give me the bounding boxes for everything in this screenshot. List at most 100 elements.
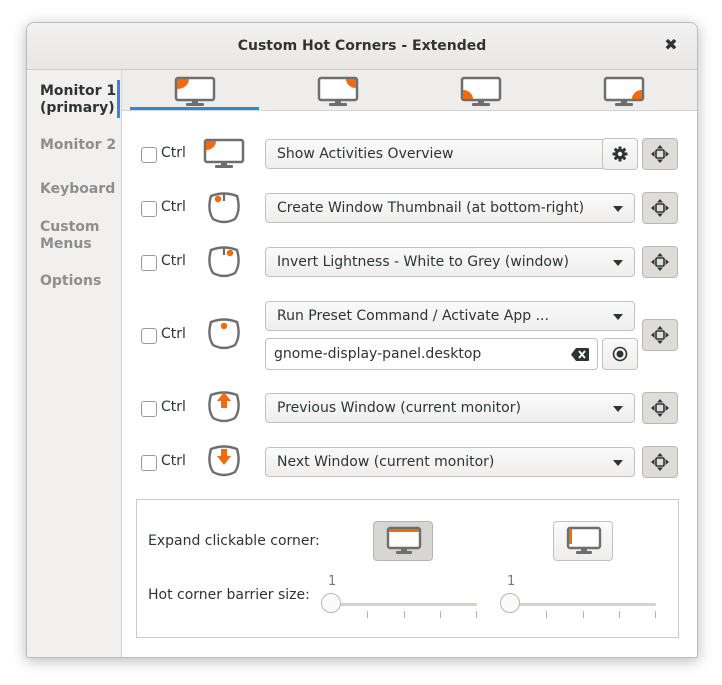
middle-click-action-dropdown[interactable]: Run Preset Command / Activate App ... [265, 301, 635, 331]
ctrl-label: Ctrl [161, 326, 186, 342]
mouse-secondary-click-icon [208, 246, 240, 278]
tab-top-left-corner[interactable] [122, 70, 259, 110]
move-arrows-icon [651, 326, 669, 344]
sidebar-item-label-sub: (primary) [40, 100, 115, 116]
close-button[interactable]: ✖ [664, 35, 678, 54]
sidebar-item-options[interactable]: Options [40, 273, 101, 290]
sidebar-item-label: Custom [40, 219, 100, 235]
scroll-down-action-dropdown[interactable]: Next Window (current monitor) [265, 447, 635, 477]
command-entry-value: gnome-display-panel.desktop [274, 346, 482, 362]
sidebar-item-label-sub: Menus [40, 236, 92, 252]
chevron-down-icon [613, 260, 623, 266]
monitor-corner-bottom-right-icon [603, 76, 645, 106]
command-entry[interactable]: gnome-display-panel.desktop [265, 338, 598, 370]
ctrl-checkbox-scroll-down[interactable] [141, 455, 157, 471]
app-window: Custom Hot Corners - Extended ✖ Monitor … [26, 22, 698, 658]
monitor-select-button[interactable] [642, 319, 678, 351]
chevron-down-icon [613, 460, 623, 466]
ctrl-checkbox-middle-click[interactable] [141, 328, 157, 344]
dropdown-value: Create Window Thumbnail (at bottom-right… [277, 200, 585, 216]
move-arrows-icon [651, 399, 669, 417]
sidebar-item-keyboard[interactable]: Keyboard [40, 181, 115, 198]
mouse-primary-click-icon [208, 192, 240, 224]
monitor-select-button[interactable] [642, 446, 678, 478]
slider-tick [583, 611, 584, 618]
chevron-down-icon [613, 406, 623, 412]
scroll-up-action-dropdown[interactable]: Previous Window (current monitor) [265, 393, 635, 423]
monitor-horizontal-expand-icon [386, 526, 422, 554]
dropdown-value: Invert Lightness - White to Grey (window… [277, 254, 569, 270]
slider-tick [404, 611, 405, 618]
app-chooser-button[interactable] [602, 338, 638, 370]
sidebar-item-label: Keyboard [40, 181, 116, 197]
chevron-down-icon [613, 206, 623, 212]
sidebar-item-monitor-1[interactable]: Monitor 1 (primary) [40, 83, 116, 117]
ctrl-label: Ctrl [161, 399, 186, 415]
chevron-down-icon [613, 314, 623, 320]
vertical-barrier-slider[interactable] [500, 593, 656, 618]
tab-bottom-right-corner[interactable] [551, 70, 686, 110]
dropdown-value: Next Window (current monitor) [277, 454, 495, 470]
expand-horizontal-toggle[interactable] [373, 521, 433, 561]
target-icon [612, 346, 628, 362]
expand-corner-label: Expand clickable corner: [148, 533, 320, 549]
expand-vertical-toggle[interactable] [553, 521, 613, 561]
monitor-corner-icon [203, 138, 245, 168]
vertical-barrier-value: 1 [507, 574, 516, 589]
monitor-select-button[interactable] [642, 246, 678, 278]
ctrl-label: Ctrl [161, 199, 186, 215]
ctrl-label: Ctrl [161, 253, 186, 269]
horizontal-barrier-slider[interactable] [321, 593, 477, 618]
slider-track [510, 603, 656, 606]
corner-options-frame [136, 499, 679, 638]
sidebar-item-monitor-2[interactable]: Monitor 2 [40, 137, 116, 154]
sidebar-item-custom-menus[interactable]: Custom Menus [40, 219, 99, 253]
horizontal-barrier-value: 1 [328, 574, 337, 589]
dropdown-value: Previous Window (current monitor) [277, 400, 521, 416]
monitor-corner-bottom-left-icon [460, 76, 502, 106]
corner-tabs [122, 70, 697, 111]
ctrl-checkbox-primary-click[interactable] [141, 201, 157, 217]
barrier-size-label: Hot corner barrier size: [148, 587, 310, 603]
primary-click-action-dropdown[interactable]: Create Window Thumbnail (at bottom-right… [265, 193, 635, 223]
ctrl-checkbox-secondary-click[interactable] [141, 255, 157, 271]
monitor-select-button[interactable] [642, 392, 678, 424]
clear-entry-icon[interactable] [571, 348, 589, 361]
slider-tick [655, 611, 656, 618]
slider-tick [367, 611, 368, 618]
monitor-corner-top-right-icon [317, 76, 359, 106]
ctrl-label: Ctrl [161, 145, 186, 161]
ctrl-label: Ctrl [161, 453, 186, 469]
slider-handle[interactable] [321, 593, 341, 613]
slider-tick [476, 611, 477, 618]
ctrl-checkbox-scroll-up[interactable] [141, 401, 157, 417]
mouse-middle-click-icon [208, 318, 240, 350]
monitor-corner-top-left-icon [174, 76, 216, 106]
slider-tick [440, 611, 441, 618]
action-settings-button[interactable] [602, 138, 638, 170]
monitor-vertical-expand-icon [566, 526, 602, 554]
slider-tick [546, 611, 547, 618]
tab-bottom-left-corner[interactable] [408, 70, 543, 110]
sidebar-active-indicator [117, 80, 120, 118]
dropdown-value: Show Activities Overview [277, 146, 454, 162]
move-arrows-icon [651, 253, 669, 271]
move-arrows-icon [651, 199, 669, 217]
titlebar: Custom Hot Corners - Extended ✖ [27, 23, 697, 70]
tab-top-right-corner[interactable] [265, 70, 400, 110]
move-arrows-icon [651, 145, 669, 163]
slider-tick [619, 611, 620, 618]
secondary-click-action-dropdown[interactable]: Invert Lightness - White to Grey (window… [265, 247, 635, 277]
move-arrows-icon [651, 453, 669, 471]
monitor-select-button[interactable] [642, 138, 678, 170]
window-title: Custom Hot Corners - Extended [237, 38, 487, 54]
sidebar-item-label: Monitor 1 [40, 83, 117, 99]
ctrl-checkbox-hot-corner[interactable] [141, 147, 157, 163]
slider-handle[interactable] [500, 593, 520, 613]
monitor-select-button[interactable] [642, 192, 678, 224]
mouse-scroll-down-icon [208, 445, 240, 477]
sidebar-item-label: Monitor 2 [40, 137, 117, 153]
mouse-scroll-up-icon [208, 391, 240, 423]
dropdown-value: Run Preset Command / Activate App ... [277, 308, 549, 324]
hot-corner-action-dropdown[interactable]: Show Activities Overview [265, 139, 635, 169]
